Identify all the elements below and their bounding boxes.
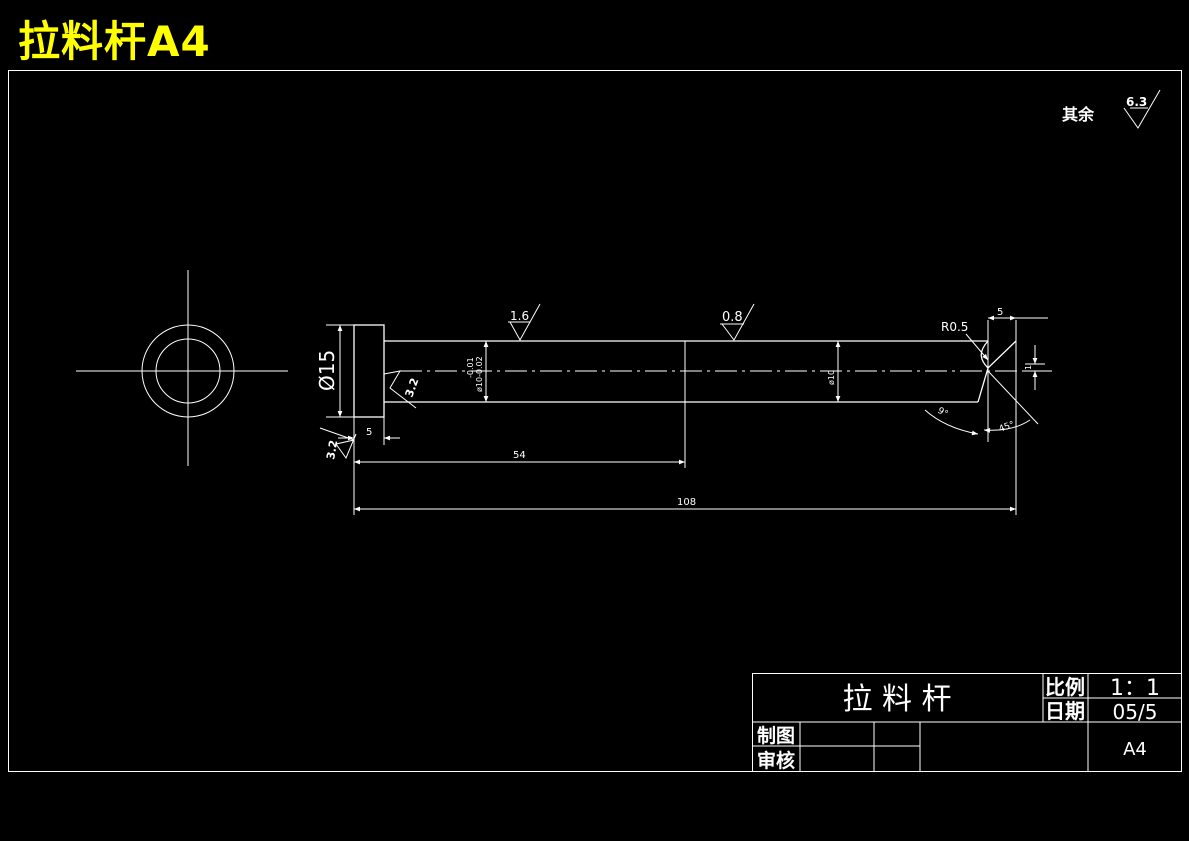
roughness-value-2: 0.8 (722, 310, 743, 325)
date-label: 日期 (1045, 699, 1085, 723)
title-block: 拉 料 杆 比例 1：1 日期 05/5 制图 审核 A4 (752, 673, 1182, 772)
tip-angle-text: 9° (936, 406, 950, 420)
head-diameter-text: Ø15 (315, 350, 339, 391)
tip-length-text: 5 (997, 307, 1003, 318)
roughness-check-icon (383, 370, 417, 409)
roughness-value-1: 1.6 (510, 309, 529, 323)
head-diameter-dimension: Ø15 (315, 324, 354, 418)
tip-radius-text: R0.5 (941, 320, 968, 334)
scale-value: 1：1 (1110, 676, 1160, 701)
side-view (353, 320, 1055, 442)
roughness-value-4: 3.2 (324, 439, 340, 460)
roughness-symbol-1: 1.6 (508, 303, 541, 342)
part-name: 拉 料 杆 (842, 682, 951, 717)
checked-by-label: 审核 (757, 749, 795, 772)
date-value: 05/5 (1113, 700, 1158, 724)
scale-label: 比例 (1045, 675, 1085, 699)
roughness-symbol-4: 3.2 (319, 427, 357, 461)
drawing-title: 拉料杆A4 (18, 17, 211, 66)
shaft-diameter-text: ø10-0.02 (475, 356, 484, 392)
roughness-value-3: 3.2 (403, 376, 422, 399)
end-view (76, 270, 288, 466)
tip-chamfer-text: 45° (998, 420, 1016, 435)
tip-dimensions: 5 R0.5 1 9° 45° (924, 307, 1048, 436)
sheet-size: A4 (1123, 739, 1147, 760)
roughness-symbol-3: 3.2 (383, 370, 422, 409)
shaft-diameter-secondary-text: ø10 (827, 370, 836, 385)
roughness-check-icon (335, 433, 357, 460)
mid-length-text: 54 (513, 450, 526, 461)
roughness-check-icon (509, 303, 541, 342)
general-roughness-label: 其余 (1062, 105, 1095, 124)
head-length-text: 5 (366, 427, 372, 438)
shaft-tolerance-text: -0.01 (466, 357, 475, 378)
roughness-symbol-2: 0.8 (720, 303, 755, 341)
general-roughness-value: 6.3 (1126, 95, 1147, 109)
roughness-check-icon (721, 303, 755, 341)
total-length-text: 108 (677, 497, 696, 508)
general-roughness-symbol: 其余 6.3 (1062, 89, 1161, 129)
drawing-frame (8, 70, 1182, 772)
drawn-by-label: 制图 (757, 724, 795, 747)
length-dimensions: 5 54 108 (338, 402, 1017, 515)
roughness-check-icon (1123, 89, 1161, 129)
tip-step-text: 1 (1024, 365, 1033, 370)
rod-head (353, 324, 385, 418)
shaft-diameter-dimension: ø10-0.02 -0.01 ø10 (466, 341, 841, 402)
